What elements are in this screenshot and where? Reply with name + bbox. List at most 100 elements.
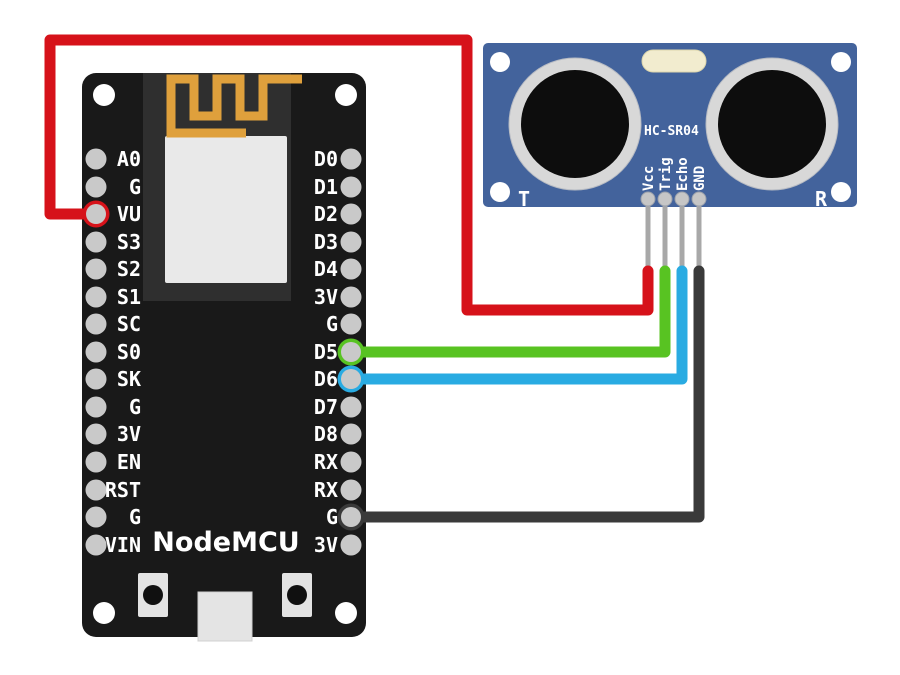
pin-label: A0 <box>117 147 141 171</box>
nodemcu-pin-sc <box>85 313 107 335</box>
flash-button-cap <box>143 585 163 605</box>
nodemcu-pin-g2 <box>85 396 107 418</box>
nodemcu-pin-s3 <box>85 231 107 253</box>
crystal-oscillator <box>641 49 707 73</box>
nodemcu-pin-en <box>85 451 107 473</box>
nodemcu-board: NodeMCU <box>82 73 366 642</box>
pin-label: 3V <box>117 422 141 446</box>
mounting-hole <box>93 84 115 106</box>
pin-label: SK <box>117 367 141 391</box>
sensor-pin-label-gnd: GND <box>692 166 708 191</box>
transmitter-label: T <box>518 187 530 211</box>
pin-label: G <box>129 175 141 199</box>
pin-label: D4 <box>314 257 338 281</box>
nodemcu-pin-d6 <box>341 369 361 389</box>
pin-label: D8 <box>314 422 338 446</box>
sensor-pin-trig <box>657 191 673 207</box>
pin-label: 3V <box>314 285 338 309</box>
sensor-pins <box>640 191 707 207</box>
nodemcu-pin-3v3 <box>340 534 362 556</box>
nodemcu-pin-g4 <box>340 313 362 335</box>
sensor-model-label: HC-SR04 <box>644 124 699 139</box>
usb-connector <box>197 591 253 642</box>
nodemcu-pin-rx2 <box>340 479 362 501</box>
pin-label: D3 <box>314 230 338 254</box>
mounting-hole <box>335 84 357 106</box>
wire-d5-to-trig <box>345 265 671 358</box>
pin-label: S1 <box>117 285 141 309</box>
nodemcu-pin-s1 <box>85 286 107 308</box>
sensor-pin-label-echo: Echo <box>675 157 691 191</box>
pin-label: SC <box>117 312 141 336</box>
pin-label: RST <box>105 478 141 502</box>
nodemcu-pin-vu <box>86 204 106 224</box>
board-title: NodeMCU <box>152 527 299 558</box>
transmitter-transducer <box>521 70 629 178</box>
pin-label: D7 <box>314 395 338 419</box>
pin-label: D2 <box>314 202 338 226</box>
nodemcu-pin-a0 <box>85 148 107 170</box>
sensor-pin-label-trig: Trig <box>658 157 674 191</box>
nodemcu-pin-g1 <box>85 176 107 198</box>
pin-label: D6 <box>314 367 338 391</box>
nodemcu-pin-d1 <box>340 176 362 198</box>
nodemcu-pin-g3 <box>85 506 107 528</box>
pin-label: D1 <box>314 175 338 199</box>
pin-label: S0 <box>117 340 141 364</box>
pin-label: EN <box>117 450 141 474</box>
nodemcu-pin-s2 <box>85 258 107 280</box>
sensor-pin-label-vcc: Vcc <box>641 166 657 191</box>
mounting-hole <box>93 602 115 624</box>
pin-label: G <box>129 395 141 419</box>
receiver-transducer <box>718 70 826 178</box>
nodemcu-pin-d7 <box>340 396 362 418</box>
sensor-pin-echo <box>674 191 690 207</box>
sensor-header-legs <box>645 200 702 276</box>
nodemcu-pin-d5 <box>341 342 361 362</box>
mounting-hole <box>490 52 510 72</box>
nodemcu-pin-d2 <box>340 203 362 225</box>
wire-d6-to-echo <box>345 265 688 385</box>
sensor-pin-gnd <box>691 191 707 207</box>
nodemcu-left-pins: A0 G VU S3 S2 S1 SC S0 SK G 3V EN RST G … <box>82 147 141 557</box>
pin-label: S2 <box>117 257 141 281</box>
sensor-pin-vcc <box>640 191 656 207</box>
pin-label: RX <box>314 450 338 474</box>
pin-label: G <box>326 312 338 336</box>
wifi-antenna-trace <box>166 74 302 138</box>
nodemcu-pin-rx1 <box>340 451 362 473</box>
nodemcu-pin-d4 <box>340 258 362 280</box>
mounting-hole <box>490 182 510 202</box>
nodemcu-pin-3v1 <box>85 423 107 445</box>
nodemcu-pin-3v2 <box>340 286 362 308</box>
pin-label: G <box>326 505 338 529</box>
nodemcu-pin-s0 <box>85 341 107 363</box>
mounting-hole <box>831 52 851 72</box>
receiver-label: R <box>815 187 828 211</box>
pin-label: RX <box>314 478 338 502</box>
pin-label: D0 <box>314 147 338 171</box>
pin-label: G <box>129 505 141 529</box>
nodemcu-pin-g5 <box>341 507 361 527</box>
nodemcu-pin-d8 <box>340 423 362 445</box>
reset-button-cap <box>287 585 307 605</box>
pin-label: VIN <box>105 533 141 557</box>
nodemcu-pin-d3 <box>340 231 362 253</box>
wires <box>44 34 705 523</box>
nodemcu-pin-d0 <box>340 148 362 170</box>
mounting-hole <box>335 602 357 624</box>
wire-vu-to-vcc <box>44 34 654 316</box>
mounting-hole <box>831 182 851 202</box>
hcsr04-sensor: HC-SR04 T R Vcc Trig Echo GND <box>483 43 857 211</box>
nodemcu-right-pins: D0 D1 D2 D3 D4 3V G D5 D6 D7 D8 RX RX G … <box>314 147 365 557</box>
nodemcu-pin-vin <box>85 534 107 556</box>
pin-label: VU <box>117 202 141 226</box>
wire-g-to-gnd <box>345 265 705 523</box>
nodemcu-pin-rst <box>85 479 107 501</box>
pin-label: D5 <box>314 340 338 364</box>
nodemcu-pin-sk <box>85 368 107 390</box>
pin-label: S3 <box>117 230 141 254</box>
pin-label: 3V <box>314 533 338 557</box>
